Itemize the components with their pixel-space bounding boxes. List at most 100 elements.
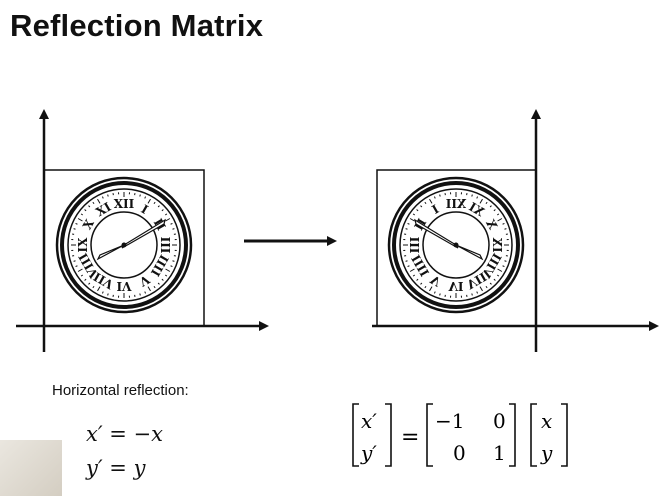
clock-left-tick [153, 201, 156, 205]
clock-right-hour-hand [455, 244, 484, 261]
lhs-bracket-left [352, 403, 359, 467]
clock-left-tick [77, 268, 83, 272]
slide-title: Reflection Matrix [10, 8, 264, 43]
clock-left-tick [92, 201, 95, 205]
clock-right-tick [429, 198, 433, 204]
clock-right-center-pin [453, 242, 459, 248]
clock-left-numeral: IX [76, 237, 90, 253]
clock-left-dial-edge [67, 188, 181, 302]
clock-right-tick [471, 194, 473, 197]
clock-right-inner-circle [422, 211, 490, 279]
clock-right-tick [471, 293, 473, 296]
clock-left-tick [157, 205, 160, 208]
clock-left-center-pin [121, 242, 127, 248]
clock-left-tick [165, 268, 171, 272]
clock-left-tick [144, 196, 147, 199]
clock-right-tick [407, 222, 410, 225]
left-axes [16, 109, 269, 352]
right-axes [372, 109, 659, 352]
clock-right-tick [405, 228, 408, 230]
clock-right-tick [420, 282, 423, 285]
matrix-equation: x′ y′ = −1 0 0 1 x y [352, 403, 568, 467]
clock-left-tick [139, 194, 141, 197]
matrix-bracket-right [509, 403, 516, 467]
clock-right-tick [485, 201, 488, 205]
clock-right-tick [412, 213, 416, 216]
reflection-label: Horizontal reflection: [52, 382, 189, 399]
clock-left-tick [73, 260, 76, 262]
clock-left-tick [84, 278, 87, 281]
clock-left-tick [84, 209, 87, 212]
rhs-bracket-left [530, 403, 537, 467]
clock-left-tick [161, 278, 164, 281]
clock-right-tick [420, 205, 423, 208]
clock-left-tick [164, 274, 168, 277]
clock-right-tick [497, 268, 503, 272]
clock-left-tick [77, 218, 83, 222]
clock-right-tick [476, 196, 479, 199]
clock-left-tick [73, 228, 76, 230]
matrix-entry-21: 0 [453, 441, 466, 465]
clock-left-tick [80, 213, 84, 216]
clock-left-tick [75, 222, 78, 225]
clock-right-tick [485, 285, 488, 289]
clock-left-tick [172, 260, 175, 262]
clock-left-tick [107, 194, 109, 197]
clock-right-tick [502, 222, 505, 225]
lhs-entry-2: y′ [360, 441, 377, 465]
clock-left-numeral: III [158, 237, 172, 254]
clock-right-tick [439, 293, 441, 296]
clock-right-tick [476, 291, 479, 294]
clock-left-tick [80, 274, 84, 277]
rhs-bracket-right [561, 403, 568, 467]
clock-right-tick [424, 285, 427, 289]
clock-left-tick [139, 293, 141, 296]
clock-right-tick [479, 198, 483, 204]
clock-left-numeral: VI [116, 279, 132, 293]
clock-right-numeral: XI [466, 200, 486, 220]
clock-left-tick [101, 291, 104, 294]
clock-left-tick [88, 205, 91, 208]
right-frame [376, 169, 537, 327]
clock-right-tick [405, 260, 408, 262]
clock-left-hour-hand [96, 244, 125, 261]
rhs-entry-1: x [541, 409, 552, 433]
left-frame [43, 169, 205, 327]
clock-right-numeral: XII [445, 197, 466, 211]
clock-left-numeral: XI [94, 200, 114, 220]
clock-left-tick [172, 228, 175, 230]
clock-left-tick [92, 285, 95, 289]
clock-left-tick [88, 282, 91, 285]
lhs-bracket-right [385, 403, 392, 467]
clock-right-numeral: III [408, 237, 422, 254]
diagram: XIIIIIIIIIIIIVVIVIIVIIIIXXXI XIIIIIIIIII… [16, 109, 659, 352]
clock-right-tick [416, 209, 419, 212]
clock-right-bezel [392, 181, 520, 309]
clock-left-tick [144, 291, 147, 294]
clock-right-dial-edge [399, 188, 513, 302]
clock-left-tick [164, 213, 168, 216]
clock-left-tick [153, 285, 156, 289]
clock-right-tick [429, 286, 433, 292]
clock-right-tick [433, 196, 436, 199]
clock-right-tick [497, 218, 503, 222]
clock-right-tick [496, 213, 500, 216]
equals-sign: = [401, 425, 419, 450]
clock-left-tick [147, 198, 151, 204]
clock-right-tick [439, 194, 441, 197]
rhs-entry-2: y [540, 441, 553, 465]
clock-left-numeral: XII [114, 197, 135, 211]
clock-left-tick [161, 209, 164, 212]
clock-right-tick [424, 201, 427, 205]
clock-right-tick [433, 291, 436, 294]
clock-right-numeral: IX [490, 237, 504, 253]
clock-left-tick [170, 265, 173, 268]
clock-left-tick [97, 198, 101, 204]
clock-right-tick [502, 265, 505, 268]
clock-right-tick [479, 286, 483, 292]
matrix-bracket-left [426, 403, 433, 467]
clock-right-tick [412, 274, 416, 277]
clock-left-tick [107, 293, 109, 296]
clock-right-tick [493, 209, 496, 212]
clock-right-tick [496, 274, 500, 277]
